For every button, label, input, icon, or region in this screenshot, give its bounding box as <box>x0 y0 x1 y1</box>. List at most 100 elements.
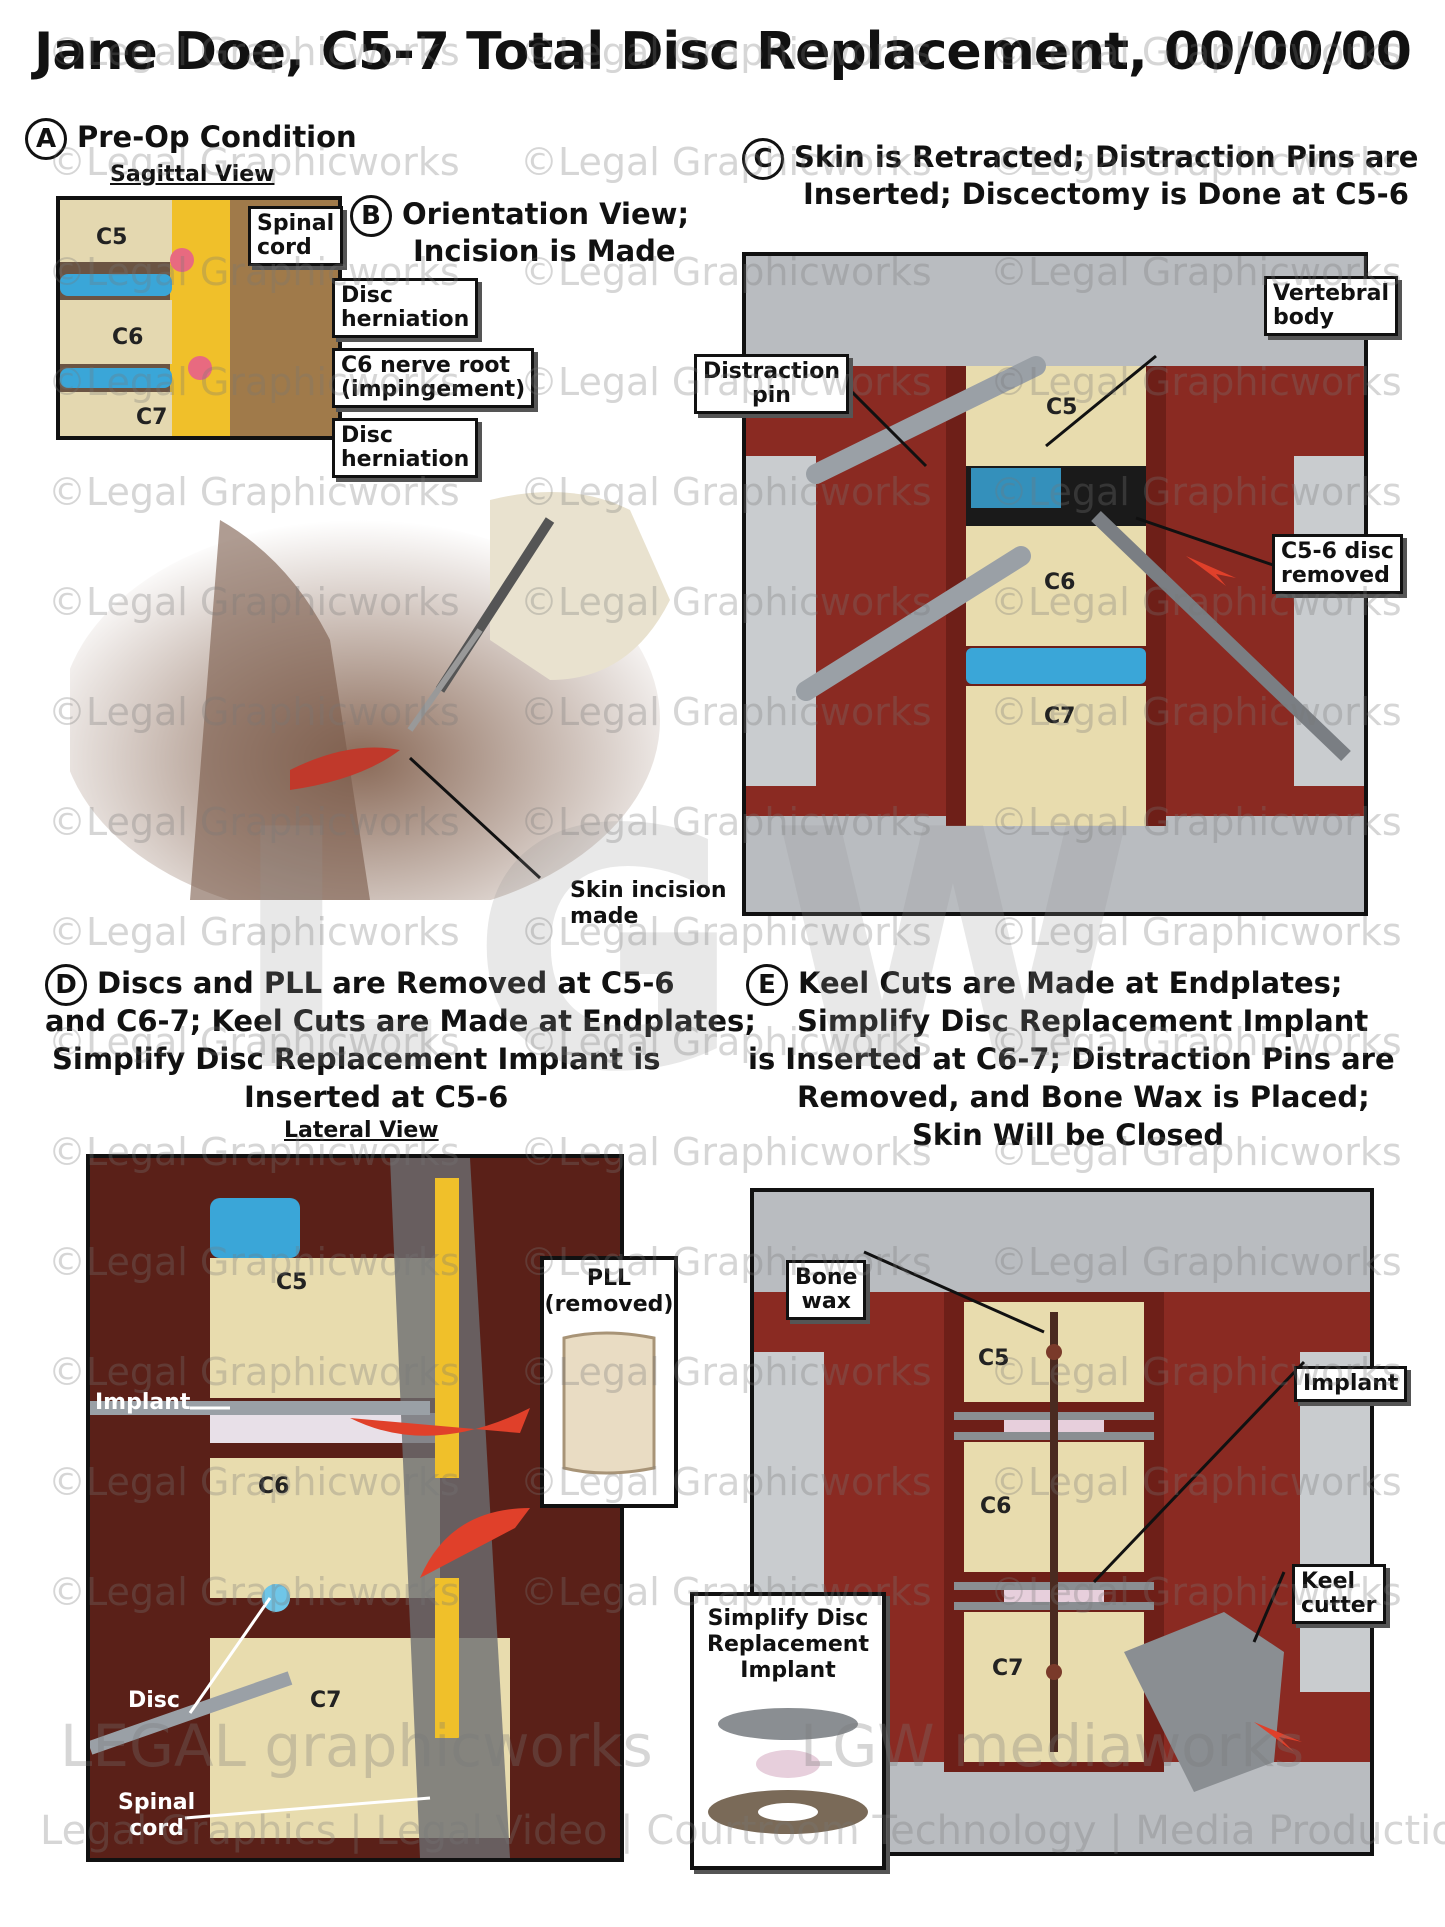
callout-distraction-pin: Distraction pin <box>694 354 849 414</box>
panel-e-heading-line4: Removed, and Bone Wax is Placed; <box>797 1080 1370 1114</box>
watermark-text: ©Legal Graphicworks <box>990 690 1402 734</box>
neck-incision-illustration <box>70 440 710 900</box>
page-title: Jane Doe, C5-7 Total Disc Replacement, 0… <box>34 22 1412 82</box>
watermark-text: ©Legal Graphicworks <box>990 250 1402 294</box>
watermark-text: ©Legal Graphicworks <box>48 360 460 404</box>
watermark-text: ©Legal Graphicworks <box>990 1570 1402 1614</box>
watermark-text: ©Legal Graphicworks <box>48 1020 460 1064</box>
watermark-text: ©Legal Graphicworks <box>990 800 1402 844</box>
logo-left: LEGAL graphicworks <box>60 1712 653 1780</box>
watermark-text: ©Legal Graphicworks <box>990 1130 1402 1174</box>
watermark-text: ©Legal Graphicworks <box>48 470 460 514</box>
panel-a-letter: A <box>25 118 67 160</box>
callout-disc-herniation-1: Disc herniation <box>332 278 479 338</box>
callout-implant-e: Implant <box>1294 1366 1408 1402</box>
d-vertebra-c5: C5 <box>276 1270 308 1295</box>
panel-d-heading-line4: Inserted at C5-6 <box>244 1080 509 1114</box>
watermark-text: ©Legal Graphicworks <box>520 1130 932 1174</box>
watermark-text: ©Legal Graphicworks <box>48 1570 460 1614</box>
lateral-view-illustration <box>86 1154 624 1862</box>
panel-d-letter: D <box>45 964 87 1006</box>
watermark-text: ©Legal Graphicworks <box>48 1130 460 1174</box>
callout-disc-removed: C5-6 disc removed <box>1272 534 1403 594</box>
panel-e-letter: E <box>746 964 788 1006</box>
label-implant: Implant <box>95 1390 191 1415</box>
big-watermark: LGW <box>230 760 1166 1144</box>
watermark-text: ©Legal Graphicworks <box>520 140 932 184</box>
panel-d-subheading: Lateral View <box>284 1118 439 1143</box>
panel-d-heading-line2: and C6-7; Keel Cuts are Made at Endplate… <box>45 1004 756 1038</box>
c-vertebra-c7: C7 <box>1044 704 1076 729</box>
watermark-text: ©Legal Graphicworks <box>48 690 460 734</box>
watermark-text: ©Legal Graphicworks <box>520 1460 932 1504</box>
panel-c-heading-line2: Inserted; Discectomy is Done at C5-6 <box>803 177 1409 211</box>
callout-keel-cutter: Keel cutter <box>1292 1564 1386 1624</box>
vertebra-c6-label: C6 <box>112 325 144 350</box>
watermark-text: ©Legal Graphicworks <box>520 470 932 514</box>
watermark-text: ©Legal Graphicworks <box>520 360 932 404</box>
d-vertebra-c6: C6 <box>258 1474 290 1499</box>
watermark-text: ©Legal Graphicworks <box>520 1570 932 1614</box>
watermark-text: ©Legal Graphicworks <box>520 800 932 844</box>
d-vertebra-c7: C7 <box>310 1688 342 1713</box>
label-skin-incision: Skin incision made <box>570 878 727 929</box>
panel-b-letter: B <box>350 195 392 237</box>
watermark-text: ©Legal Graphicworks <box>520 1240 932 1284</box>
callout-c6-nerve-root: C6 nerve root (impingement) <box>332 348 535 408</box>
watermark-text: ©Legal Graphicworks <box>48 140 460 184</box>
watermark-text: ©Legal Graphicworks <box>990 1020 1402 1064</box>
callout-disc-herniation-2: Disc herniation <box>332 418 479 478</box>
vertebra-c5-label: C5 <box>96 225 128 250</box>
watermark-text: ©Legal Graphicworks <box>990 580 1402 624</box>
watermark-text: ©Legal Graphicworks <box>520 1350 932 1394</box>
watermark-text: ©Legal Graphicworks <box>520 250 932 294</box>
watermark-text: ©Legal Graphicworks <box>990 1460 1402 1504</box>
callout-spinal-cord: Spinal cord <box>248 206 344 266</box>
watermark-text: ©Legal Graphicworks <box>520 690 932 734</box>
panel-e-heading-line3: is Inserted at C6-7; Distraction Pins ar… <box>748 1042 1395 1076</box>
watermark-text: ©Legal Graphicworks <box>48 910 460 954</box>
watermark-text: ©Legal Graphicworks <box>48 800 460 844</box>
watermark-text: ©Legal Graphicworks <box>990 910 1402 954</box>
watermark-text: ©Legal Graphicworks <box>48 580 460 624</box>
pll-inset: PLL (removed) <box>540 1256 678 1508</box>
pll-tissue-image <box>562 1331 656 1475</box>
watermark-text: ©Legal Graphicworks <box>48 1460 460 1504</box>
watermark-text: ©Legal Graphicworks <box>990 140 1402 184</box>
watermark-text: ©Legal Graphicworks <box>990 1240 1402 1284</box>
panel-d-heading-line3: Simplify Disc Replacement Implant is <box>52 1042 661 1076</box>
c-vertebra-c6: C6 <box>1044 570 1076 595</box>
retracted-discectomy-illustration <box>742 252 1368 916</box>
simplify-implant-inset: Simplify Disc Replacement Implant <box>690 1592 886 1870</box>
watermark-text: ©Legal Graphicworks <box>48 250 460 294</box>
label-disc: Disc <box>128 1688 180 1713</box>
label-spinal-cord-d: Spinal cord <box>118 1790 196 1841</box>
panel-e-heading-line5: Skin Will be Closed <box>912 1118 1225 1152</box>
watermark-text: ©Legal Graphicworks <box>990 360 1402 404</box>
e-vertebra-c6: C6 <box>980 1494 1012 1519</box>
watermark-text: ©Legal Graphicworks <box>990 30 1402 74</box>
c-vertebra-c5: C5 <box>1046 395 1078 420</box>
logo-right: LGW mediaworks <box>800 1712 1305 1780</box>
tagline: Legal Graphics | Legal Video | Courtroom… <box>40 1808 1445 1854</box>
watermark-text: ©Legal Graphicworks <box>520 580 932 624</box>
panel-a-subheading: Sagittal View <box>110 162 275 187</box>
watermark-text: ©Legal Graphicworks <box>520 910 932 954</box>
simplify-implant-image <box>708 1708 868 1834</box>
vertebra-c7-label: C7 <box>136 405 168 430</box>
watermark-text: ©Legal Graphicworks <box>520 30 932 74</box>
e-vertebra-c5: C5 <box>978 1346 1010 1371</box>
watermark-text: ©Legal Graphicworks <box>48 30 460 74</box>
e-vertebra-c7: C7 <box>992 1656 1024 1681</box>
watermark-text: ©Legal Graphicworks <box>48 1350 460 1394</box>
watermark-text: ©Legal Graphicworks <box>990 1350 1402 1394</box>
callout-vertebral-body: Vertebral body <box>1264 276 1399 336</box>
simplify-implant-label: Simplify Disc Replacement Implant <box>707 1606 869 1683</box>
pll-label: PLL (removed) <box>544 1266 674 1317</box>
watermark-text: ©Legal Graphicworks <box>520 1020 932 1064</box>
